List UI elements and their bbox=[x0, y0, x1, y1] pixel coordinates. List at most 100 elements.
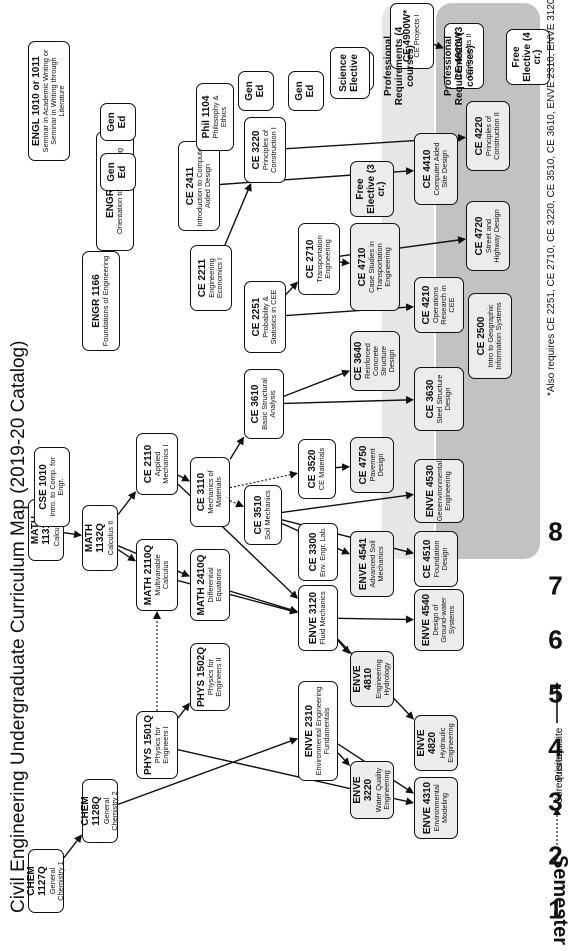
course-code: Gen Ed bbox=[106, 162, 128, 182]
course-code: Gen Ed bbox=[244, 81, 266, 101]
professional-req-7: Professional Requirements (4 courses) bbox=[383, 26, 416, 106]
legend-prerequisite-label: Prerequisite bbox=[554, 727, 565, 781]
course-code: Free Elective (3 cr.) bbox=[354, 164, 388, 214]
course-name: Case Studies in Transportation Engineeri… bbox=[367, 241, 393, 293]
course-code: Gen Ed bbox=[294, 81, 316, 101]
semester-number-8: 8 bbox=[548, 516, 563, 547]
course-name: General Chemistry 2 bbox=[101, 791, 119, 831]
prerequisite-arrow-math1131-math1132 bbox=[63, 530, 82, 539]
course-sciel: Science Elective bbox=[330, 47, 370, 99]
course-name: Water Quality Engineering bbox=[373, 767, 391, 813]
course-name: Foundations of Engineering bbox=[101, 255, 111, 347]
prerequisite-arrow-ce2710-ce4710 bbox=[339, 258, 350, 267]
course-name: Environmental Engineering Fundamentals bbox=[314, 686, 332, 776]
course-code: Science Elective bbox=[338, 54, 360, 92]
course-gened1: Gen Ed bbox=[100, 103, 136, 141]
course-name: Soil Mechanics bbox=[263, 490, 273, 540]
course-gened4: Gen Ed bbox=[288, 71, 324, 111]
course-name: Environmental Modeling bbox=[432, 784, 450, 832]
course-name: Env. Engr. Lab. bbox=[318, 527, 328, 577]
course-name: Principles of Construction I bbox=[261, 127, 279, 173]
course-free4: Free Elective (4 cr.) bbox=[506, 29, 550, 85]
corequisite-line-icon bbox=[553, 808, 561, 849]
course-gened3: Gen Ed bbox=[238, 71, 274, 111]
prerequisite-arrow-enve3120-enve4540 bbox=[337, 615, 414, 624]
course-name: Design of Ground-water Systems bbox=[431, 597, 457, 643]
semester-number-6: 6 bbox=[548, 624, 563, 655]
course-code: ENVE 4810 bbox=[352, 665, 375, 693]
prerequisite-arrow-chem1127-chem1128 bbox=[63, 834, 83, 859]
course-free3: Free Elective (3 cr.) bbox=[350, 161, 394, 217]
course-name: Engineering Economics I bbox=[207, 257, 225, 299]
prerequisite-arrow-icon bbox=[553, 681, 561, 723]
course-name: Advanced Soil Mechanics bbox=[368, 540, 386, 588]
course-name: Street and Highway Design bbox=[484, 209, 502, 263]
course-code: ENVE 3220 bbox=[352, 776, 375, 804]
course-name: Physics for Engineers II bbox=[206, 657, 224, 697]
footnote: *Also requires CE 2251, CE 2710, CE 3220… bbox=[546, 0, 557, 396]
course-code: ENVE 4820 bbox=[416, 729, 439, 757]
prerequisite-arrow-ce3520-ce4750 bbox=[335, 463, 350, 472]
course-name: Engineering Hydrology bbox=[373, 659, 391, 699]
course-name: Steel Structure Design bbox=[435, 374, 453, 424]
course-code: CHEM 1128Q bbox=[80, 796, 103, 826]
course-name: Foundation Design bbox=[432, 540, 450, 578]
prerequisite-arrow-math1132-math2110 bbox=[117, 549, 137, 562]
course-name: CE Materials bbox=[317, 447, 327, 491]
course-name: Intro. to Comp. for Engr. bbox=[48, 457, 66, 517]
course-code: MATH 1132Q bbox=[84, 523, 106, 553]
prerequisite-arrow-ce3510-enve4530 bbox=[281, 491, 414, 514]
course-name: Calculus II bbox=[105, 520, 115, 556]
course-name: Principles of Construction II bbox=[484, 112, 502, 160]
prerequisite-arrow-chem1128-enve2310 bbox=[117, 737, 299, 806]
legend-prerequisite: Prerequisite bbox=[552, 681, 565, 781]
course-name: Philosophy & Ethics bbox=[211, 95, 229, 139]
semester-number-7: 7 bbox=[548, 570, 563, 601]
course-gened2: Gen Ed bbox=[100, 153, 136, 191]
course-name: Intro to Geographic Information Systems bbox=[486, 302, 504, 370]
course-name: Basic Structural Analysis bbox=[260, 378, 278, 430]
course-name: General Chemistry 1 bbox=[47, 861, 65, 901]
course-code: Gen Ed bbox=[106, 112, 128, 132]
prerequisite-arrow-math2410-enve3120 bbox=[229, 590, 298, 614]
course-name: Differential Equations bbox=[206, 567, 224, 603]
prerequisite-arrow-ce3110-ce3610 bbox=[229, 436, 245, 460]
course-code: Free Elective (4 cr.) bbox=[510, 32, 544, 82]
prerequisite-arrow-enve3120-enve4810 bbox=[337, 640, 350, 655]
semester-number-1: 1 bbox=[548, 894, 563, 925]
